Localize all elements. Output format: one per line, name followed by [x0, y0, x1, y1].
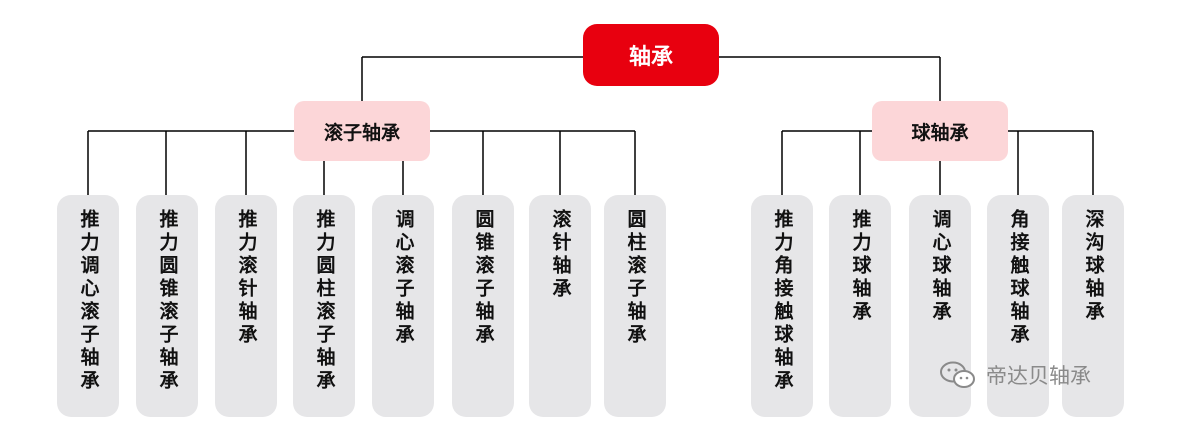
category-label: 球轴承	[911, 121, 969, 144]
leaf-label: 深沟球轴承	[1082, 209, 1105, 324]
leaf-node: 滚针轴承	[529, 195, 591, 417]
leaf-node: 推力滚针轴承	[215, 195, 277, 417]
leaf-label: 推力圆锥滚子轴承	[156, 209, 179, 393]
leaf-label: 滚针轴承	[549, 209, 572, 301]
leaf-node: 角接触球轴承	[987, 195, 1049, 417]
leaf-label: 推力调心滚子轴承	[77, 209, 100, 393]
leaf-node: 调心滚子轴承	[372, 195, 434, 417]
leaf-label: 圆锥滚子轴承	[472, 209, 495, 347]
leaf-label: 推力滚针轴承	[235, 209, 258, 347]
category-roller-bearing: 滚子轴承	[294, 101, 430, 161]
category-label: 滚子轴承	[323, 121, 400, 144]
wechat-icon	[940, 361, 975, 388]
leaf-node: 圆柱滚子轴承	[604, 195, 666, 417]
leaf-label: 推力圆柱滚子轴承	[313, 209, 336, 393]
root-label: 轴承	[628, 45, 673, 70]
leaf-node: 推力圆柱滚子轴承	[293, 195, 355, 417]
leaf-label: 调心球轴承	[929, 209, 952, 324]
root-node: 轴承	[583, 24, 719, 86]
leaf-node: 推力球轴承	[829, 195, 891, 417]
leaf-label: 调心滚子轴承	[392, 209, 415, 347]
leaf-label: 圆柱滚子轴承	[624, 209, 647, 347]
leaf-node: 深沟球轴承	[1062, 195, 1124, 417]
leaf-label: 推力球轴承	[849, 209, 872, 324]
leaf-label: 推力角接触球轴承	[771, 209, 794, 393]
watermark-text: 帝达贝轴承	[986, 364, 1091, 388]
leaf-node: 推力圆锥滚子轴承	[136, 195, 198, 417]
leaf-node: 推力角接触球轴承	[751, 195, 813, 417]
leaf-node: 推力调心滚子轴承	[57, 195, 119, 417]
category-ball-bearing: 球轴承	[872, 101, 1008, 161]
leaf-node: 圆锥滚子轴承	[452, 195, 514, 417]
watermark: 帝达贝轴承	[938, 360, 1091, 390]
leaf-label: 角接触球轴承	[1007, 209, 1030, 347]
